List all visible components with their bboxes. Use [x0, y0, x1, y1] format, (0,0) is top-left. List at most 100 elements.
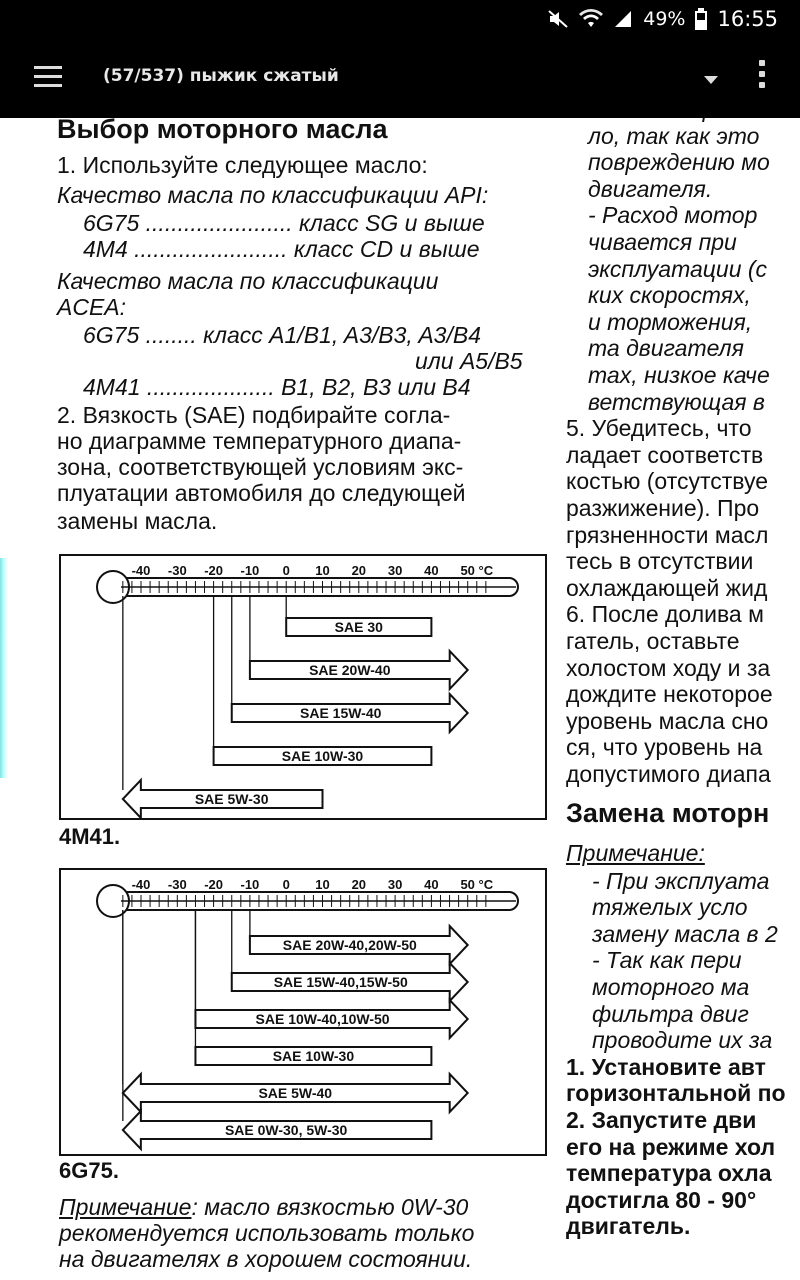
scale-label: 20	[352, 877, 366, 892]
right-text-line: двигателя.	[588, 175, 713, 202]
overflow-menu-icon[interactable]	[752, 60, 772, 96]
right-section-heading: Замена моторн	[566, 797, 770, 828]
viscosity-range-bar	[121, 777, 324, 818]
right-text-line: повреждению мо	[588, 149, 770, 176]
section-heading: Выбор моторного масла	[57, 118, 388, 144]
text-line: 4M4 ........................ класс CD и …	[83, 236, 480, 262]
text-line: плуатации автомобиля до следующей	[57, 480, 466, 506]
right-text-line: костью (отсутствуе	[566, 468, 769, 495]
right-text-line: 6. После долива м	[566, 601, 764, 628]
dropdown-arrow-icon[interactable]	[700, 68, 722, 90]
right-text-line: двигатель.	[566, 1213, 691, 1240]
viscosity-grade-label: SAE 0W-30, 5W-30	[225, 1122, 348, 1138]
text-line: 4M41 .................... B1, B2, B3 или…	[83, 374, 471, 400]
viscosity-grade-label: SAE 5W-40	[258, 1085, 332, 1101]
scale-label: -40	[132, 563, 151, 578]
scale-label: 10	[315, 563, 329, 578]
viscosity-range-bar	[248, 648, 470, 692]
scale-label: -30	[168, 877, 187, 892]
scale-label: 10	[315, 877, 329, 892]
viscosity-range-bar	[194, 1046, 433, 1066]
right-text-line: чивается при	[588, 229, 737, 255]
right-text-line: холостом ходу и за	[566, 654, 771, 681]
scale-label: 40	[424, 563, 438, 578]
note-line: Примечание: масло вязкостью 0W-30	[59, 1194, 468, 1220]
diagram-caption-4m41: 4M41.	[59, 824, 121, 849]
viscosity-grade-label: SAE 20W-40	[309, 662, 391, 678]
viscosity-range-bar	[194, 997, 470, 1041]
right-text-line: - Расход мотор	[588, 202, 758, 229]
page-edge-shadow	[0, 558, 8, 778]
viscosity-range-bar	[248, 923, 470, 967]
scale-label: 50	[460, 877, 474, 892]
viscosity-grade-label: SAE 10W-30	[273, 1048, 355, 1064]
viscosity-range-bar	[230, 960, 470, 1004]
scale-label: -20	[204, 877, 223, 892]
viscosity-grade-label: SAE 10W-40,10W-50	[256, 1011, 390, 1027]
viscosity-range-bar	[121, 1108, 433, 1152]
right-text-line: - При эксплуата	[592, 867, 770, 894]
menu-icon[interactable]	[34, 66, 62, 88]
right-text-line: - Так как пери	[592, 947, 742, 974]
note-line: на двигателях в хорошем состоянии.	[59, 1246, 473, 1272]
viscosity-grade-label: SAE 5W-30	[195, 791, 269, 807]
status-bar: 49% 16:55	[0, 0, 800, 38]
text-line: или A5/B5	[415, 348, 523, 374]
scale-label: 20	[352, 563, 366, 578]
scale-label: -10	[241, 877, 260, 892]
viscosity-grade-label: SAE 20W-40,20W-50	[283, 937, 417, 953]
right-text-line: температура охла	[566, 1160, 772, 1187]
right-text-line: гатель, оставьте	[566, 628, 740, 654]
right-text-line: его на режиме хол	[566, 1133, 776, 1160]
viscosity-grade-label: SAE 15W-40,15W-50	[274, 974, 408, 990]
viscosity-range-bar	[212, 746, 433, 766]
right-text-line: допустимого диапа	[566, 761, 771, 787]
right-text-line: тах, низкое каче	[588, 362, 770, 388]
right-text-line: кие-либо присадо	[588, 118, 778, 122]
right-text-line: ладает соответств	[566, 441, 764, 468]
right-text-line: эксплуатации (с	[588, 255, 768, 282]
scale-label: °C	[479, 877, 494, 892]
mute-icon	[548, 10, 568, 28]
right-text-line: и торможения,	[588, 308, 753, 335]
scale-label: 30	[388, 563, 402, 578]
scale-label: °C	[479, 563, 494, 578]
text-line: 2. Вязкость (SAE) подбирайте согла-	[57, 402, 451, 428]
right-text-line: грязненности масл	[566, 521, 769, 548]
right-text-line: 1. Установите авт	[566, 1053, 766, 1080]
text-line: ACEA:	[57, 294, 127, 320]
right-text-line: ло, так как это	[588, 122, 760, 149]
note-text: : масло вязкостью 0W-30	[191, 1194, 469, 1220]
right-text-line: 2. Запустите дви	[566, 1107, 757, 1133]
app-bar: (57/537) пыжик сжатый	[0, 38, 800, 118]
clock: 16:55	[717, 7, 778, 31]
right-text-line: тяжелых усло	[592, 894, 748, 921]
right-text-line: ких скоростях,	[588, 282, 751, 309]
scale-label: -10	[241, 563, 260, 578]
right-note-label: Примечание:	[566, 839, 705, 866]
text-line: 1. Используйте следующее масло:	[57, 152, 428, 178]
right-text-line: горизонтальной по	[566, 1080, 786, 1107]
right-text-line: замену масла в 2	[592, 920, 778, 947]
viscosity-range-bar	[285, 617, 433, 637]
document-page: Выбор моторного масла 1. Используйте сле…	[0, 118, 800, 1280]
battery-icon	[695, 8, 708, 30]
right-text-line: дождите некоторое	[566, 681, 773, 708]
document-title: (57/537) пыжик сжатый	[103, 66, 339, 86]
scale-label: 0	[283, 877, 290, 892]
text-line: замены масла.	[57, 508, 218, 534]
right-text-line: достигла 80 - 90°	[566, 1186, 757, 1213]
right-text-line: уровень масла сно	[566, 707, 769, 734]
right-text-line: разжижение). Про	[566, 495, 760, 521]
right-text-line: та двигателя	[588, 335, 744, 362]
text-line: Качество масла по классификации	[57, 268, 439, 294]
diagram-caption-6g75: 6G75.	[59, 1158, 119, 1183]
right-text-line: фильтра двиг	[592, 1000, 749, 1027]
viscosity-range-bar	[230, 691, 470, 735]
signal-icon	[615, 11, 632, 27]
right-text-line: ся, что уровень на	[566, 734, 763, 761]
scale-label: 30	[388, 877, 402, 892]
right-text-line: моторного ма	[592, 974, 750, 1000]
